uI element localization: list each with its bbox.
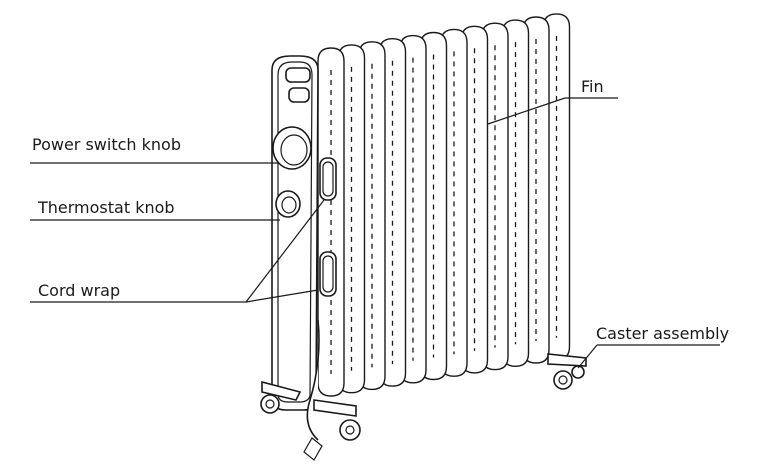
label-caster-assembly: Caster assembly xyxy=(596,324,730,343)
label-power-switch-knob: Power switch knob xyxy=(32,135,181,154)
handle-slot xyxy=(285,67,311,83)
radiator-fins xyxy=(317,13,571,397)
base-assembly xyxy=(260,353,587,441)
caster-wheel-right xyxy=(553,370,573,390)
power-switch-knob xyxy=(272,126,312,170)
leader-lines xyxy=(30,97,720,369)
label-thermostat-knob: Thermostat knob xyxy=(38,198,175,217)
label-cord-wrap: Cord wrap xyxy=(38,281,121,300)
leader-cord-wrap xyxy=(30,199,325,303)
plug-icon xyxy=(303,437,323,461)
caster-wheel-front xyxy=(339,419,361,441)
label-fin: Fin xyxy=(581,77,604,96)
caster-wheel-left xyxy=(260,394,280,414)
cord-wrap-upper xyxy=(319,157,337,201)
cord-wrap-lower xyxy=(319,251,337,297)
leader-caster xyxy=(577,344,720,369)
control-panel xyxy=(271,55,337,461)
leader-fin xyxy=(487,97,618,125)
handle-slot-lower xyxy=(288,87,310,103)
